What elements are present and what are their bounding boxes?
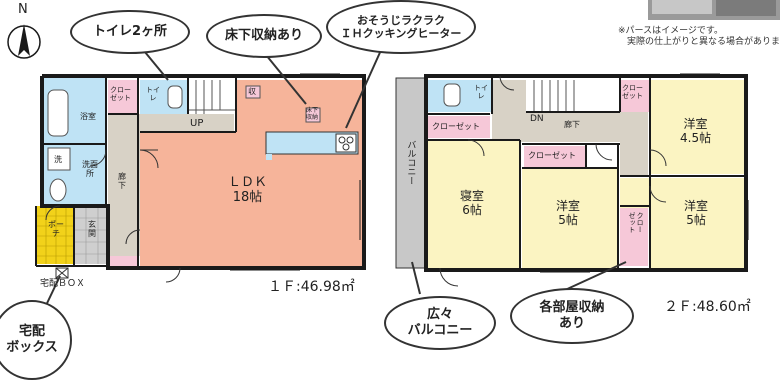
kitchen-counter — [265, 131, 359, 155]
callout-balcony: 広々 バルコニー — [384, 296, 496, 350]
label-room-5b: 洋室 5帖 — [684, 199, 709, 227]
label-porch: ポー チ — [48, 220, 64, 239]
label-bath: 浴室 — [80, 112, 96, 121]
room-5a — [522, 168, 618, 268]
compass-icon — [7, 24, 41, 59]
balcony — [395, 77, 427, 269]
closet-b — [620, 80, 650, 112]
closet-d — [620, 208, 648, 266]
label-underfloor: 床下 収納 — [306, 107, 319, 121]
label-washroom: 洗面 所 — [82, 160, 98, 179]
label-toilet-f2: トイ レ — [474, 84, 488, 101]
label-room-45: 洋室 4.5帖 — [680, 117, 712, 145]
label-closet-a: クローゼット — [432, 122, 480, 131]
label-ldk: ＬＤＫ 18帖 — [228, 175, 268, 205]
label-dn: DN — [530, 114, 544, 124]
room-5b — [650, 178, 744, 268]
label-hall-f1: 廊 下 — [118, 172, 126, 191]
label-up: UP — [190, 118, 204, 129]
underfloor-hatch — [305, 107, 321, 123]
label-closet-c: クローゼット — [528, 151, 576, 160]
callout-underfloor: 床下収納あり — [206, 14, 322, 58]
callout-storage: 各部屋収納 あり — [510, 288, 634, 344]
label-hall-f2: 廊下 — [564, 120, 580, 129]
floor-plan — [7, 0, 780, 319]
area-floor1: １Ｆ:46.98㎡ — [268, 279, 355, 295]
hall-f1 — [108, 114, 140, 256]
floor1-plan — [35, 73, 366, 283]
porch — [36, 206, 74, 264]
label-bedroom: 寝室 6帖 — [460, 189, 485, 217]
label-toilet-f1: トイ レ — [146, 86, 160, 103]
label-wash: 洗 — [54, 155, 62, 164]
area-floor2: ２Ｆ:48.60㎡ — [664, 299, 751, 315]
label-balcony: バルコニー — [405, 140, 416, 185]
closet-f1 — [108, 80, 138, 114]
label-storage-up: 収 — [248, 87, 256, 96]
bedroom — [428, 140, 520, 268]
label-closet-b: クロー ゼット — [622, 84, 643, 101]
stairs-f2 — [526, 80, 582, 112]
callout-delivery-box: 宅配 ボックス — [0, 300, 72, 380]
perspective-note: ※パースはイメージです。 実際の仕上がりと異なる場合がありま — [618, 26, 780, 48]
compass-north: N — [18, 2, 28, 17]
callout-cooker: おそうじラクラク ＩＨクッキングヒーター — [326, 0, 476, 54]
label-closet-d: クロー ゼット — [628, 212, 645, 233]
ldk-floor — [140, 80, 362, 266]
closet-c — [524, 146, 586, 168]
label-delivery-box: 宅配ＢＯＸ — [40, 279, 86, 289]
label-closet-f1: クロー ゼット — [110, 86, 131, 103]
closet-a — [428, 116, 490, 138]
entrance — [74, 206, 108, 264]
floor2-plan — [395, 73, 749, 287]
label-room-5a: 洋室 5帖 — [556, 199, 581, 227]
room-45 — [650, 80, 744, 174]
label-entrance: 玄 関 — [88, 220, 96, 239]
callout-toilet: トイレ2ヶ所 — [70, 10, 190, 54]
